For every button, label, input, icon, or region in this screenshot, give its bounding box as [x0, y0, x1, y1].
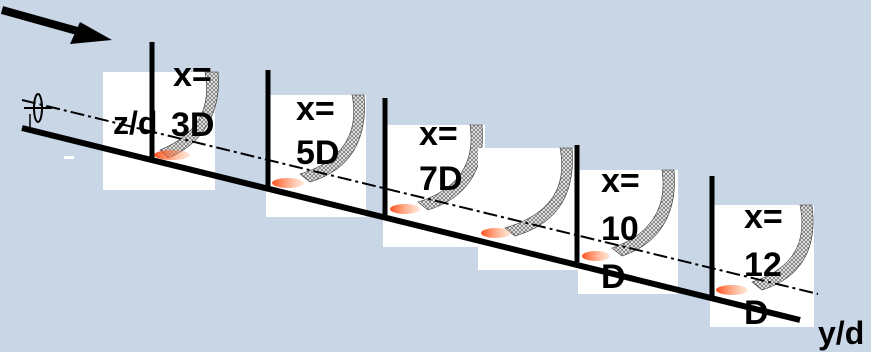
diameter-marker [24, 93, 52, 128]
station-label-10d-line1: x= [601, 162, 640, 200]
station-label-3d-line2: 3D [171, 106, 215, 144]
station-label-5d-line1: x= [296, 90, 335, 128]
station-label-12d-line2: 12 [744, 246, 782, 284]
z-axis-label: z/d [113, 105, 158, 141]
y-axis-label: y/d [818, 315, 865, 351]
station-panel-10d [578, 169, 678, 294]
small-tick-mark [64, 156, 74, 159]
station-label-12d-line1: x= [744, 198, 783, 236]
station-label-7d-line1: x= [419, 115, 458, 153]
wall-line [21, 125, 801, 323]
station-label-7d-line2: 7D [419, 160, 463, 198]
crossflow-arrow [0, 6, 112, 44]
station-label-5d-line2: 5D [296, 134, 340, 172]
centerline [21, 99, 819, 295]
station-label-12d-line3: D [744, 294, 769, 332]
station-label-10d-line3: D [601, 258, 626, 296]
station-label-10d-line2: 10 [601, 210, 639, 248]
station-panel-12d [710, 204, 814, 327]
station-panel-middle [478, 147, 578, 270]
station-label-3d-line1: x= [173, 56, 212, 94]
station-panel-5d [266, 94, 366, 217]
